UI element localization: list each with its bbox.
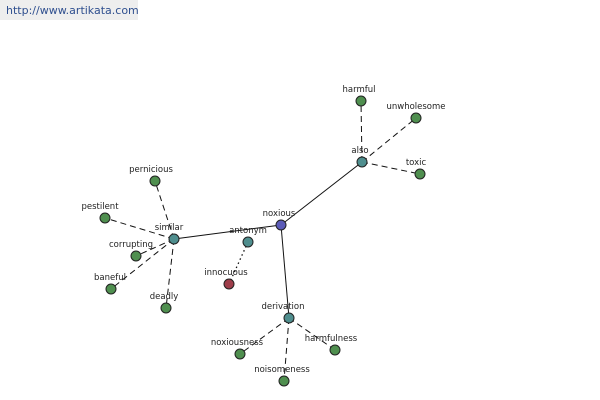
site-url-link[interactable]: http://www.artikata.com bbox=[0, 0, 139, 20]
label-harmful: harmful bbox=[343, 85, 376, 95]
nodes-layer bbox=[99, 95, 426, 387]
edge-similar-pestilent bbox=[104, 217, 175, 240]
node-similar[interactable] bbox=[168, 233, 180, 245]
node-toxic[interactable] bbox=[414, 168, 426, 180]
node-noisomeness[interactable] bbox=[278, 375, 290, 387]
label-similar: similar bbox=[155, 223, 184, 233]
edge-derivation-noisomeness bbox=[283, 317, 290, 382]
label-antonym: antonym bbox=[229, 226, 267, 236]
node-harmful[interactable] bbox=[355, 95, 367, 107]
node-harmfulness[interactable] bbox=[329, 344, 341, 356]
label-deadly: deadly bbox=[150, 292, 179, 302]
edge-noxious-similar bbox=[173, 224, 282, 240]
label-innocuous: innocuous bbox=[204, 268, 248, 278]
edge-also-harmful bbox=[360, 100, 363, 163]
node-derivation[interactable] bbox=[283, 312, 295, 324]
label-noxious: noxious bbox=[263, 209, 296, 219]
label-harmfulness: harmfulness bbox=[305, 334, 358, 344]
label-baneful: baneful bbox=[94, 273, 126, 283]
label-pernicious: pernicious bbox=[129, 165, 173, 175]
edges-layer bbox=[104, 100, 421, 382]
label-pestilent: pestilent bbox=[81, 202, 119, 212]
node-corrupting[interactable] bbox=[130, 250, 142, 262]
edge-similar-pernicious bbox=[154, 180, 175, 240]
label-noxiousness: noxiousness bbox=[211, 338, 264, 348]
node-deadly[interactable] bbox=[160, 302, 172, 314]
node-antonym[interactable] bbox=[242, 236, 254, 248]
node-unwholesome[interactable] bbox=[410, 112, 422, 124]
edge-similar-corrupting bbox=[135, 238, 175, 257]
edge-noxious-derivation bbox=[280, 224, 290, 319]
label-corrupting: corrupting bbox=[109, 240, 153, 250]
node-baneful[interactable] bbox=[105, 283, 117, 295]
edge-similar-baneful bbox=[110, 238, 175, 290]
node-innocuous[interactable] bbox=[223, 278, 235, 290]
node-pernicious[interactable] bbox=[149, 175, 161, 187]
edge-similar-deadly bbox=[165, 238, 175, 309]
label-noisomeness: noisomeness bbox=[254, 365, 310, 375]
label-unwholesome: unwholesome bbox=[386, 102, 445, 112]
node-noxious[interactable] bbox=[275, 219, 287, 231]
labels-layer: noxious also similar antonym derivation harmf… bbox=[81, 85, 445, 375]
node-also[interactable] bbox=[356, 156, 368, 168]
node-noxiousness[interactable] bbox=[234, 348, 246, 360]
label-derivation: derivation bbox=[261, 302, 304, 312]
edge-derivation-noxiousness bbox=[239, 317, 290, 355]
label-also: also bbox=[351, 146, 368, 156]
edge-noxious-also bbox=[280, 161, 363, 226]
label-toxic: toxic bbox=[406, 158, 427, 168]
node-pestilent[interactable] bbox=[99, 212, 111, 224]
edge-also-unwholesome bbox=[361, 117, 417, 163]
edge-antonym-innocuous bbox=[228, 241, 249, 285]
